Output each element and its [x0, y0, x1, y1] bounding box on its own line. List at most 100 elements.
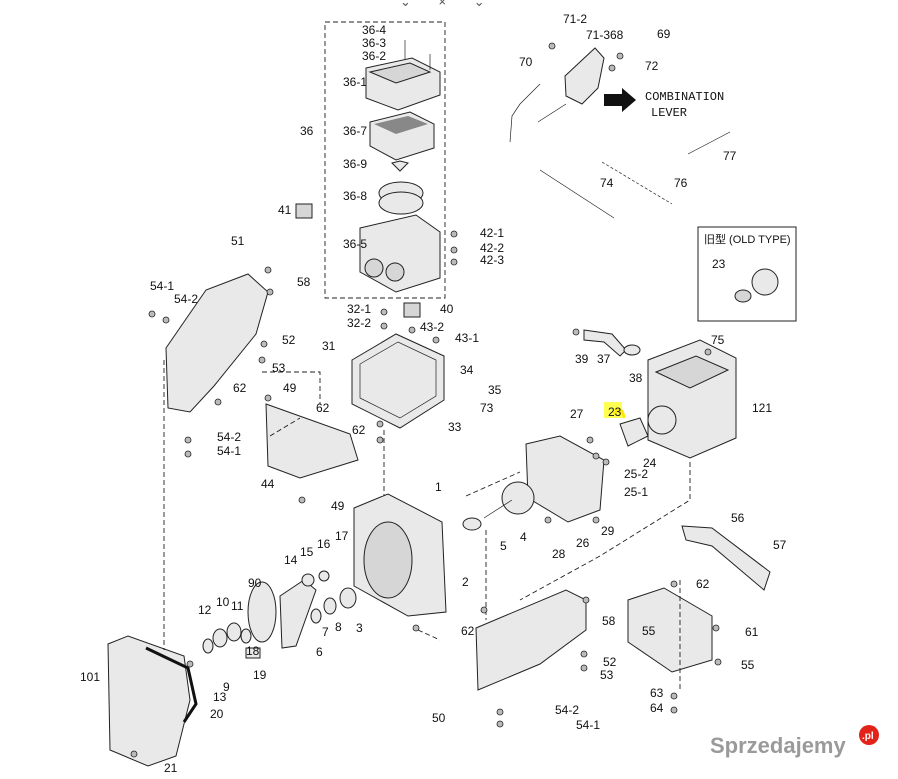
- washer-8: [323, 597, 337, 615]
- handle-56: [681, 525, 771, 591]
- callout-p54-2c: 54-2: [555, 703, 579, 717]
- watermark: Sprzedajemy: [710, 733, 846, 758]
- callout-p49a: 49: [283, 381, 297, 395]
- callout-p3: 3: [356, 621, 363, 635]
- callout-p42-2: 42-2: [480, 241, 504, 255]
- callout-p54-1b: 54-1: [217, 444, 241, 458]
- callout-p15: 15: [300, 545, 314, 559]
- callout-p36-3: 36-3: [362, 36, 386, 50]
- callout-p36-5: 36-5: [343, 237, 367, 251]
- highlight-mark: [612, 408, 626, 419]
- callout-p16: 16: [317, 537, 331, 551]
- callout-p29: 29: [601, 524, 615, 538]
- callout-p63: 63: [650, 686, 664, 700]
- bolts: [130, 42, 722, 758]
- callout-p73: 73: [480, 401, 494, 415]
- seal-12: [202, 638, 214, 654]
- pin-19: [245, 647, 261, 659]
- guide-line: [269, 417, 301, 437]
- part-23-highlight: [604, 402, 622, 418]
- bearing-11: [226, 622, 242, 642]
- callout-p54-1a: 54-1: [150, 279, 174, 293]
- callout-p62a: 62: [233, 381, 247, 395]
- housing-26: [525, 435, 605, 523]
- callout-p28: 28: [552, 547, 566, 561]
- callout-p40: 40: [440, 302, 454, 316]
- guide-line: [262, 371, 321, 404]
- callout-p53a: 53: [272, 361, 286, 375]
- chevron-down-icon[interactable]: ⌄: [400, 0, 411, 9]
- callout-p42-1: 42-1: [480, 226, 504, 240]
- old-type-part-label: 23: [712, 257, 726, 271]
- air-cleaner-group-box: [324, 21, 446, 299]
- callout-p53b: 53: [600, 668, 614, 682]
- callout-p36-1: 36-1: [343, 75, 367, 89]
- callout-p7: 7: [322, 625, 329, 639]
- cover-51: [165, 273, 269, 413]
- callout-p49b: 49: [331, 499, 345, 513]
- callout-p2: 2: [462, 575, 469, 589]
- callout-p20: 20: [210, 707, 224, 721]
- callout-p1: 1: [435, 480, 442, 494]
- callout-p27: 27: [570, 407, 584, 421]
- callout-p36-8: 36-8: [343, 189, 367, 203]
- callout-p23: 23: [608, 405, 622, 419]
- screw-77: [687, 131, 731, 155]
- bracket-55: [627, 587, 713, 673]
- pre-filter-bottom: [378, 191, 424, 215]
- chevron-down-icon[interactable]: ⌄: [473, 0, 485, 9]
- ring-16: [318, 570, 330, 582]
- callout-p57: 57: [773, 538, 787, 552]
- callout-p62d: 62: [696, 577, 710, 591]
- callout-p52b: 52: [603, 655, 617, 669]
- cover-44: [265, 403, 359, 479]
- callout-p42-3: 42-3: [480, 253, 504, 267]
- callout-p62c: 62: [352, 423, 366, 437]
- callout-p70: 70: [519, 55, 533, 69]
- callout-p38: 38: [629, 371, 643, 385]
- callout-p43-1: 43-1: [455, 331, 479, 345]
- bearing-10: [212, 628, 228, 648]
- close-icon[interactable]: ×: [438, 0, 447, 9]
- washer-7: [310, 608, 322, 624]
- callout-p36-4: 36-4: [362, 23, 386, 37]
- callout-p69: 69: [657, 27, 671, 41]
- arm-14: [279, 579, 317, 649]
- callout-p17: 17: [335, 529, 349, 543]
- callout-p8: 8: [335, 620, 342, 634]
- callout-p58a: 58: [297, 275, 311, 289]
- callout-p11: 11: [231, 599, 244, 613]
- callout-p71-2: 71-2: [563, 12, 587, 26]
- callout-p12: 12: [198, 603, 212, 617]
- callout-p62b: 62: [316, 401, 330, 415]
- guide-line: [417, 629, 441, 641]
- callout-p64: 64: [650, 701, 664, 715]
- callout-p6: 6: [316, 645, 323, 659]
- callout-p121: 121: [752, 401, 772, 415]
- callout-p13: 13: [213, 690, 227, 704]
- callout-p41: 41: [278, 203, 292, 217]
- callout-p44: 44: [261, 477, 275, 491]
- callout-p21: 21: [164, 761, 178, 775]
- callout-p25-2: 25-2: [624, 467, 648, 481]
- callout-p56: 56: [731, 511, 745, 525]
- callout-p75: 75: [711, 333, 725, 347]
- callout-p51: 51: [231, 234, 245, 248]
- callout-p39: 39: [575, 352, 589, 366]
- callout-p9: 9: [223, 680, 230, 694]
- callout-p26: 26: [576, 536, 590, 550]
- front-cover-101: [107, 635, 198, 767]
- filter-gasket: [391, 160, 409, 172]
- callout-p71-3: 71-3: [586, 28, 610, 42]
- callout-p10: 10: [216, 595, 230, 609]
- old-type-box: [697, 226, 797, 322]
- guide-line: [519, 462, 691, 601]
- top-controls: ⌄ × ⌄: [400, 0, 510, 10]
- callout-p34: 34: [460, 363, 474, 377]
- callout-p18: 18: [246, 644, 260, 658]
- callout-p54-2b: 54-2: [217, 430, 241, 444]
- callout-p36-9: 36-9: [343, 157, 367, 171]
- callout-p4: 4: [520, 530, 527, 544]
